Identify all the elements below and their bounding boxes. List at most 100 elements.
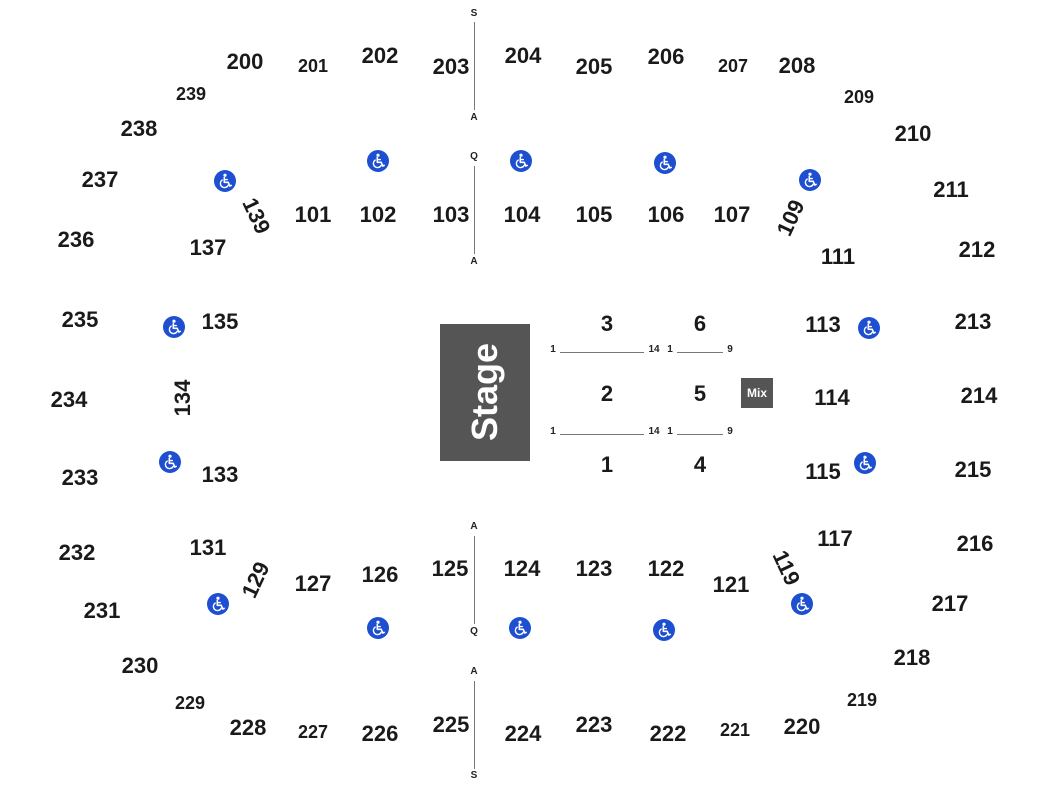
section-135[interactable]: 135 <box>201 309 239 334</box>
section-107[interactable]: 107 <box>713 202 751 227</box>
section-220[interactable]: 220 <box>783 714 821 739</box>
row-line <box>677 352 723 353</box>
stage: Stage <box>440 324 530 461</box>
wheelchair-accessible-icon <box>654 152 676 174</box>
section-101[interactable]: 101 <box>294 202 332 227</box>
section-106[interactable]: 106 <box>647 202 685 227</box>
section-218[interactable]: 218 <box>893 645 931 670</box>
row-marker: 1 <box>667 344 673 355</box>
section-202[interactable]: 202 <box>361 43 399 68</box>
section-203[interactable]: 203 <box>432 54 470 79</box>
section-210[interactable]: 210 <box>894 121 932 146</box>
section-212[interactable]: 212 <box>958 237 996 262</box>
section-6[interactable]: 6 <box>693 311 707 336</box>
section-4[interactable]: 4 <box>693 452 707 477</box>
section-215[interactable]: 215 <box>954 457 992 482</box>
section-222[interactable]: 222 <box>649 721 687 746</box>
section-204[interactable]: 204 <box>504 43 542 68</box>
section-201[interactable]: 201 <box>297 56 329 76</box>
wheelchair-accessible-icon <box>858 317 880 339</box>
section-237[interactable]: 237 <box>81 167 119 192</box>
section-213[interactable]: 213 <box>954 309 992 334</box>
section-139[interactable]: 139 <box>237 193 276 238</box>
section-226[interactable]: 226 <box>361 721 399 746</box>
section-1[interactable]: 1 <box>600 452 614 477</box>
section-216[interactable]: 216 <box>956 531 994 556</box>
section-239[interactable]: 239 <box>175 84 207 104</box>
row-marker: 1 <box>550 426 556 437</box>
aisle-line <box>474 536 475 624</box>
section-131[interactable]: 131 <box>189 535 227 560</box>
section-230[interactable]: 230 <box>121 653 159 678</box>
section-5[interactable]: 5 <box>693 381 707 406</box>
section-211[interactable]: 211 <box>933 177 969 202</box>
wheelchair-accessible-icon <box>791 593 813 615</box>
section-105[interactable]: 105 <box>575 202 613 227</box>
section-209[interactable]: 209 <box>843 87 875 107</box>
row-marker: Q <box>470 626 478 637</box>
section-121[interactable]: 121 <box>712 572 750 597</box>
section-133[interactable]: 133 <box>201 462 239 487</box>
row-marker: 9 <box>727 426 733 437</box>
section-234[interactable]: 234 <box>50 387 88 412</box>
section-2[interactable]: 2 <box>600 381 614 406</box>
section-236[interactable]: 236 <box>57 227 95 252</box>
row-marker: 14 <box>648 344 660 355</box>
section-119[interactable]: 119 <box>767 546 806 590</box>
row-marker: A <box>470 112 478 123</box>
section-224[interactable]: 224 <box>504 721 542 746</box>
row-marker: A <box>470 521 478 532</box>
section-122[interactable]: 122 <box>647 556 685 581</box>
section-109[interactable]: 109 <box>771 195 810 240</box>
wheelchair-accessible-icon <box>854 452 876 474</box>
section-125[interactable]: 125 <box>431 556 469 581</box>
section-207[interactable]: 207 <box>717 56 749 76</box>
section-217[interactable]: 217 <box>931 591 969 616</box>
section-114[interactable]: 114 <box>814 385 850 410</box>
section-219[interactable]: 219 <box>846 690 878 710</box>
section-200[interactable]: 200 <box>226 49 264 74</box>
section-137[interactable]: 137 <box>189 235 227 260</box>
section-232[interactable]: 232 <box>58 540 96 565</box>
section-238[interactable]: 238 <box>120 116 158 141</box>
section-229[interactable]: 229 <box>174 693 206 713</box>
section-223[interactable]: 223 <box>575 712 613 737</box>
section-103[interactable]: 103 <box>432 202 470 227</box>
section-102[interactable]: 102 <box>359 202 397 227</box>
section-227[interactable]: 227 <box>297 722 329 742</box>
section-123[interactable]: 123 <box>575 556 613 581</box>
section-235[interactable]: 235 <box>61 307 99 332</box>
section-231[interactable]: 231 <box>83 598 121 623</box>
section-111[interactable]: 111 <box>820 244 856 269</box>
section-129[interactable]: 129 <box>236 557 275 602</box>
section-127[interactable]: 127 <box>294 571 332 596</box>
section-117[interactable]: 117 <box>817 526 853 551</box>
section-104[interactable]: 104 <box>503 202 541 227</box>
wheelchair-accessible-icon <box>214 170 236 192</box>
wheelchair-accessible-icon <box>799 169 821 191</box>
row-marker: A <box>470 666 478 677</box>
row-marker: Q <box>470 151 478 162</box>
row-marker: 1 <box>667 426 673 437</box>
wheelchair-accessible-icon <box>367 150 389 172</box>
section-208[interactable]: 208 <box>778 53 816 78</box>
section-205[interactable]: 205 <box>575 54 613 79</box>
section-115[interactable]: 115 <box>805 459 841 484</box>
row-line <box>677 434 723 435</box>
section-225[interactable]: 225 <box>432 712 470 737</box>
section-124[interactable]: 124 <box>503 556 541 581</box>
section-214[interactable]: 214 <box>960 383 998 408</box>
wheelchair-accessible-icon <box>163 316 185 338</box>
section-134[interactable]: 134 <box>170 379 195 417</box>
section-221[interactable]: 221 <box>719 720 751 740</box>
section-233[interactable]: 233 <box>61 465 99 490</box>
row-marker: S <box>470 8 478 19</box>
section-126[interactable]: 126 <box>361 562 399 587</box>
stage-label: Stage <box>464 342 505 442</box>
section-3[interactable]: 3 <box>600 311 614 336</box>
section-206[interactable]: 206 <box>647 44 685 69</box>
section-113[interactable]: 113 <box>805 312 841 337</box>
section-228[interactable]: 228 <box>229 715 267 740</box>
row-marker: 1 <box>550 344 556 355</box>
